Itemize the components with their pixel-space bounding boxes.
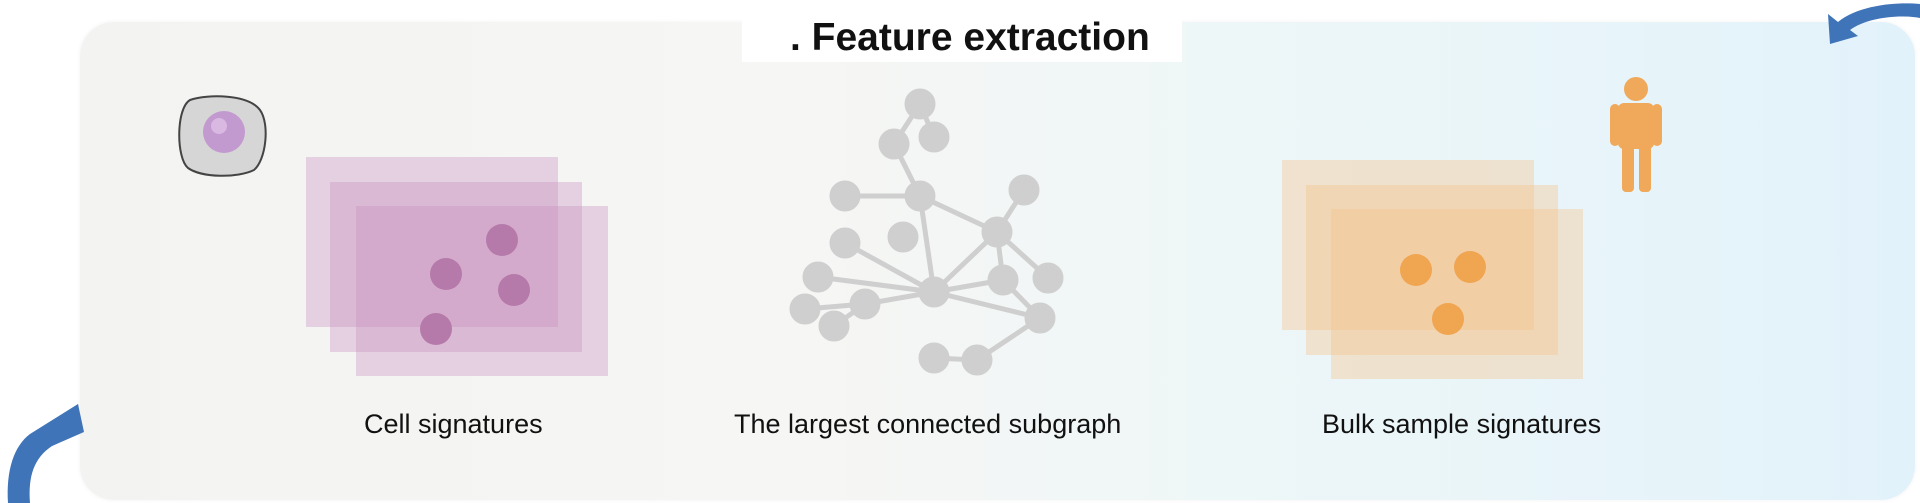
title-background	[742, 14, 1182, 62]
largest-connected-subgraph-label: The largest connected subgraph	[734, 409, 1122, 439]
cell-signatures-label: Cell signatures	[364, 409, 543, 439]
connected-subgraph	[789, 88, 1064, 376]
curved-arrow-icon	[7, 404, 84, 503]
person-icon	[1610, 77, 1662, 192]
cell-signatures-stack	[306, 157, 608, 376]
feature-extraction-panel	[80, 22, 1915, 500]
bulk-signatures-stack	[1282, 160, 1583, 379]
curved-arrow-icon	[1828, 3, 1920, 44]
cell-icon	[178, 95, 267, 177]
bulk-sample-signatures-label: Bulk sample signatures	[1322, 409, 1602, 439]
panel-title: . Feature extraction	[790, 16, 1150, 59]
